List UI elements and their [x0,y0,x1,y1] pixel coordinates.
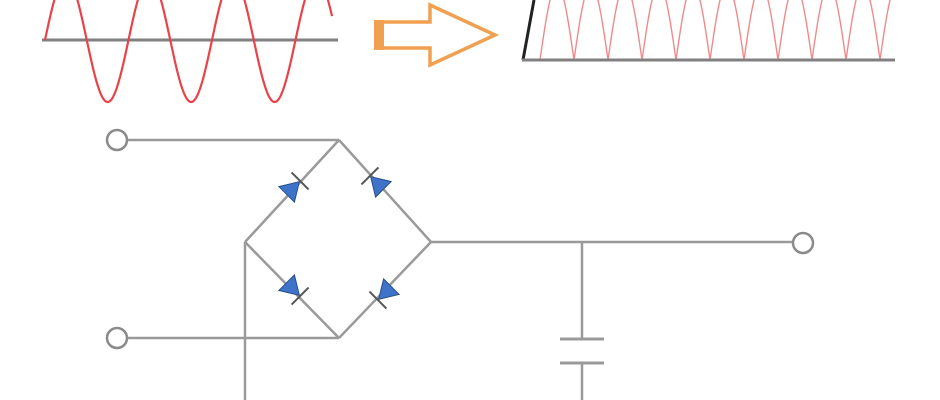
input-terminal-bottom [105,326,129,350]
right-arrow-icon [374,2,500,68]
diode-icon [360,166,393,199]
circuit [128,138,792,400]
output-waveform [521,0,895,62]
sine-wave-icon [42,0,124,100]
bridge-edge-upper-right [338,139,432,243]
output-wave-left-edge [521,0,536,61]
output-terminal [791,231,815,255]
input-terminal-top [105,128,129,152]
diode-icon [277,171,310,204]
diode-icon [368,277,401,310]
ac-wave-curve [43,0,334,104]
rectified-wave-curve [539,0,891,61]
diodes [277,166,401,310]
capacitor-icon [560,337,604,365]
input-waveform [42,0,338,104]
diode-icon [277,273,310,306]
